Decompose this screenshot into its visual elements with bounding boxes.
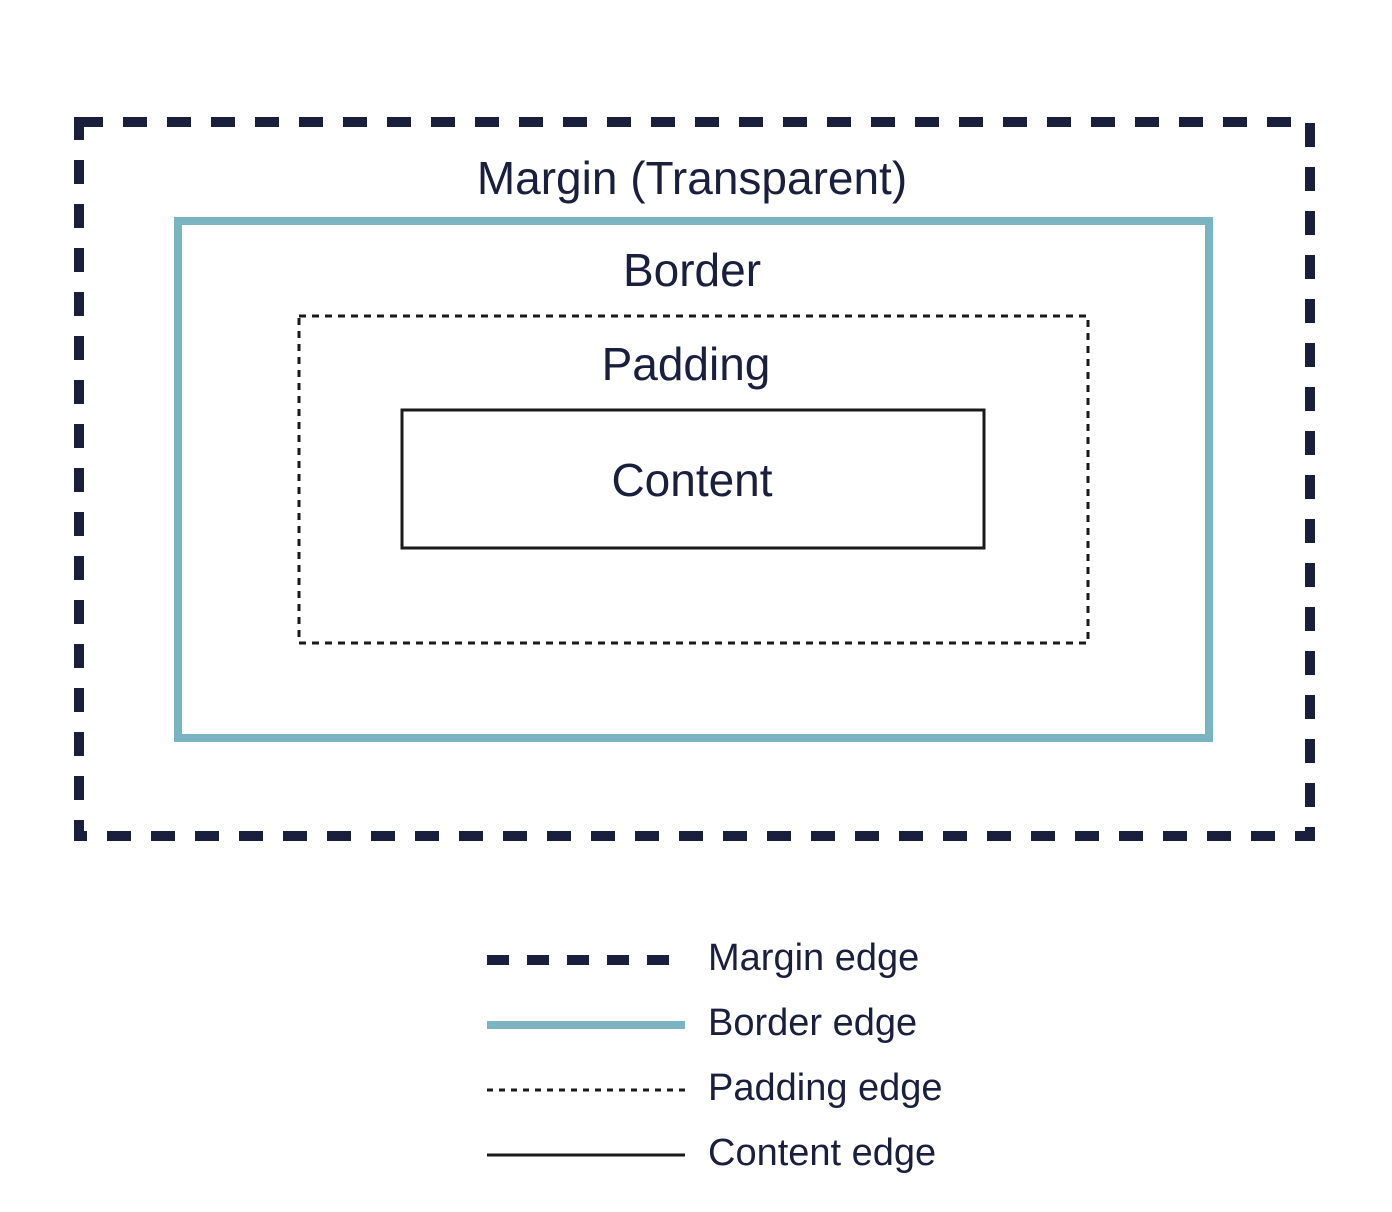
legend-item-border: Border edge bbox=[487, 1002, 917, 1044]
margin-label: Margin (Transparent) bbox=[477, 152, 907, 204]
legend-item-content: Content edge bbox=[487, 1132, 936, 1174]
margin-box bbox=[74, 117, 1315, 841]
content-box bbox=[400, 408, 986, 550]
content-label: Content bbox=[611, 454, 772, 506]
legend-label-content: Content edge bbox=[708, 1132, 936, 1174]
border-label: Border bbox=[623, 244, 761, 296]
border-box bbox=[174, 217, 1213, 742]
padding-label: Padding bbox=[602, 338, 771, 390]
legend-item-padding: Padding edge bbox=[487, 1067, 943, 1109]
padding-box bbox=[297, 314, 1090, 645]
legend: Margin edge Border edge Padding edge Con… bbox=[487, 937, 943, 1174]
legend-label-padding: Padding edge bbox=[708, 1067, 943, 1109]
legend-label-border: Border edge bbox=[708, 1002, 917, 1044]
legend-item-margin: Margin edge bbox=[487, 937, 919, 979]
legend-label-margin: Margin edge bbox=[708, 937, 919, 979]
